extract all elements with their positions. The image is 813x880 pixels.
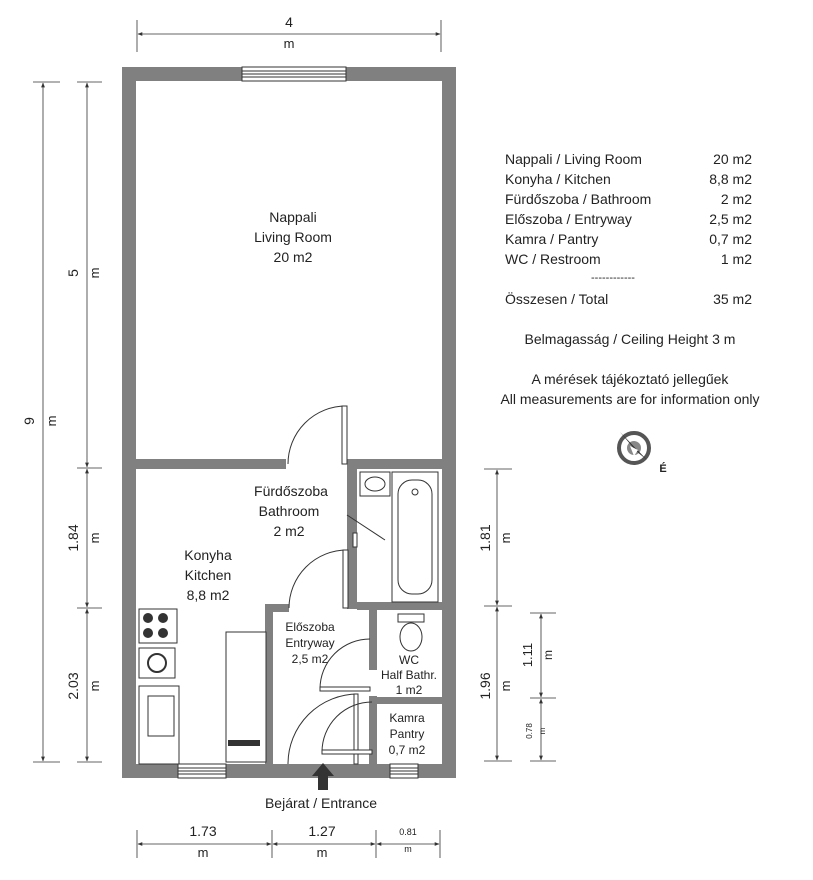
dim-left-segments: 5 m 1.84 m 2.03 m bbox=[65, 81, 102, 763]
area-row-value: 8,8 m2 bbox=[709, 171, 752, 187]
area-row-label: Fürdőszoba / Bathroom bbox=[505, 191, 652, 207]
bathtub-icon bbox=[391, 471, 439, 603]
room-pantry-name-en: Pantry bbox=[390, 727, 425, 741]
entrance-label: Bejárat / Entrance bbox=[265, 795, 377, 811]
room-living-area: 20 m2 bbox=[274, 249, 313, 265]
dim-top-width-unit: m bbox=[284, 36, 295, 51]
door-entryway-wc bbox=[319, 638, 371, 692]
dim-bottom-seg-1-unit: m bbox=[198, 845, 209, 860]
dim-right-sub-1: 1.11 bbox=[520, 643, 535, 667]
room-pantry-area: 0,7 m2 bbox=[389, 743, 426, 757]
entrance-arrow-icon bbox=[312, 763, 334, 790]
room-pantry-name-hu: Kamra bbox=[389, 711, 425, 725]
dim-bottom-seg-3-unit: m bbox=[404, 844, 412, 854]
dim-right-sub-2: 0.78 bbox=[525, 723, 534, 739]
dim-right-sub-segments: 1.11 m 0.78 m bbox=[520, 612, 556, 762]
dim-right-seg-1-unit: m bbox=[498, 533, 513, 544]
room-wc: WC Half Bathr. 1 m2 bbox=[381, 653, 437, 697]
room-bathroom-name-hu: Fürdőszoba bbox=[254, 483, 328, 499]
washing-machine-icon bbox=[138, 647, 176, 679]
dim-left-seg-2-unit: m bbox=[87, 533, 102, 544]
room-kitchen: Konyha Kitchen 8,8 m2 bbox=[184, 547, 232, 603]
room-living-name-en: Living Room bbox=[254, 229, 332, 245]
room-pantry: Kamra Pantry 0,7 m2 bbox=[389, 711, 426, 757]
area-row-label: Kamra / Pantry bbox=[505, 231, 599, 247]
room-wc-name-hu: WC bbox=[399, 653, 419, 667]
door-pantry bbox=[321, 701, 373, 755]
dim-bottom-seg-1: 1.73 bbox=[189, 823, 216, 839]
area-total-value: 35 m2 bbox=[713, 291, 752, 307]
dim-top-width-value: 4 bbox=[285, 14, 293, 30]
sink-bathroom-icon bbox=[359, 471, 391, 497]
room-living-name-hu: Nappali bbox=[269, 209, 316, 225]
dim-left-seg-1-unit: m bbox=[87, 268, 102, 279]
kitchen-sink-icon bbox=[138, 685, 180, 765]
area-row-value: 1 m2 bbox=[720, 251, 752, 267]
area-row-value: 0,7 m2 bbox=[709, 231, 752, 247]
area-separator: ------------ bbox=[591, 272, 635, 284]
room-bathroom: Fürdőszoba Bathroom 2 m2 bbox=[254, 483, 328, 539]
dim-top-width: 4 m bbox=[136, 14, 442, 52]
stove-icon bbox=[138, 608, 178, 644]
dim-right-seg-2-unit: m bbox=[498, 681, 513, 692]
area-total-label: Összesen / Total bbox=[505, 291, 609, 307]
dim-total-height-unit: m bbox=[44, 416, 59, 427]
dim-bottom-segments: 1.73 m 1.27 m 0.81 m bbox=[136, 823, 441, 860]
dim-left-seg-3-unit: m bbox=[87, 681, 102, 692]
dim-left-seg-2: 1.84 bbox=[65, 524, 81, 551]
dim-left-seg-3: 2.03 bbox=[65, 672, 81, 699]
area-row-label: Nappali / Living Room bbox=[505, 151, 642, 167]
fridge-icon bbox=[225, 631, 267, 763]
ceiling-height: Belmagasság / Ceiling Height 3 m bbox=[524, 331, 736, 347]
door-entrance bbox=[287, 693, 359, 765]
room-entryway-name-hu: Előszoba bbox=[285, 620, 335, 634]
window-living bbox=[241, 66, 347, 82]
dim-right-seg-2: 1.96 bbox=[477, 672, 493, 699]
room-wc-area: 1 m2 bbox=[396, 683, 423, 697]
dim-right-sub-1-unit: m bbox=[541, 650, 555, 660]
room-entryway-name-en: Entryway bbox=[285, 636, 334, 650]
compass-label: É bbox=[659, 462, 666, 475]
dim-total-height: 9 m bbox=[21, 81, 60, 763]
dim-bottom-seg-2-unit: m bbox=[317, 845, 328, 860]
dim-bottom-seg-2: 1.27 bbox=[308, 823, 335, 839]
area-row-label: Előszoba / Entryway bbox=[505, 211, 632, 227]
disclaimer-hu: A mérések tájékoztató jellegűek bbox=[531, 371, 729, 387]
compass-icon: É bbox=[617, 431, 667, 475]
area-row-value: 20 m2 bbox=[713, 151, 752, 167]
toilet-icon bbox=[397, 613, 425, 652]
room-wc-name-en: Half Bathr. bbox=[381, 668, 437, 682]
room-bathroom-area: 2 m2 bbox=[273, 523, 304, 539]
room-kitchen-name-hu: Konyha bbox=[184, 547, 232, 563]
window-pantry bbox=[389, 763, 419, 779]
window-kitchen bbox=[177, 763, 227, 779]
dim-bottom-seg-3: 0.81 bbox=[399, 827, 417, 837]
room-bathroom-name-en: Bathroom bbox=[259, 503, 320, 519]
room-kitchen-name-en: Kitchen bbox=[185, 567, 232, 583]
dim-right-seg-1: 1.81 bbox=[477, 524, 493, 551]
dim-left-seg-1: 5 bbox=[65, 269, 81, 277]
mirror-icon bbox=[346, 514, 386, 548]
area-row-value: 2 m2 bbox=[720, 191, 752, 207]
room-living: Nappali Living Room 20 m2 bbox=[254, 209, 332, 265]
area-row-label: Konyha / Kitchen bbox=[505, 171, 611, 187]
area-row-label: WC / Restroom bbox=[505, 251, 601, 267]
door-living bbox=[287, 405, 348, 465]
disclaimer-en: All measurements are for information onl… bbox=[500, 391, 760, 407]
inner-walls bbox=[136, 459, 442, 764]
door-bathroom bbox=[288, 549, 349, 609]
dim-right-sub-2-unit: m bbox=[538, 727, 547, 734]
room-entryway: Előszoba Entryway 2,5 m2 bbox=[285, 620, 335, 666]
dim-right-segments: 1.81 m 1.96 m bbox=[477, 468, 513, 762]
dim-total-height-value: 9 bbox=[21, 417, 37, 425]
area-row-value: 2,5 m2 bbox=[709, 211, 752, 227]
room-entryway-area: 2,5 m2 bbox=[292, 652, 329, 666]
room-kitchen-area: 8,8 m2 bbox=[187, 587, 230, 603]
